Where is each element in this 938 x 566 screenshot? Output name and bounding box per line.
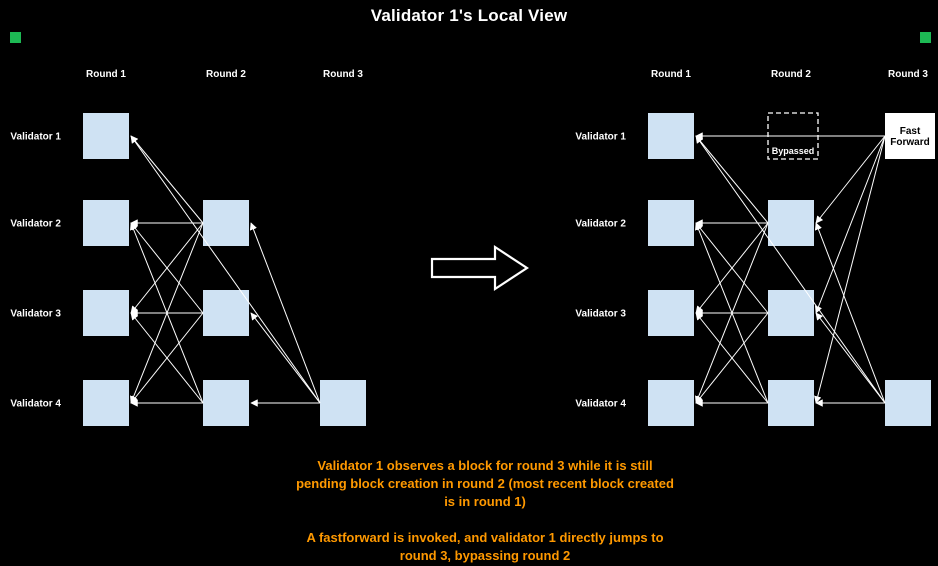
block: [83, 200, 129, 246]
edge-arrow: [695, 312, 769, 404]
round-label: Round 1: [651, 69, 691, 80]
edge-arrow: [815, 312, 886, 404]
corner-marker-left: [10, 32, 21, 43]
edge-arrow: [130, 222, 204, 404]
block: [83, 380, 129, 426]
block: [648, 380, 694, 426]
validator-label: Validator 2: [575, 219, 626, 230]
validator-label: Validator 3: [575, 309, 626, 320]
block: [648, 200, 694, 246]
block: [83, 290, 129, 336]
panel-after: Round 1 Round 2 Round 3 Validator 1 Validato…: [575, 69, 935, 426]
round-label: Round 2: [771, 69, 811, 80]
validator-label: Validator 4: [10, 399, 61, 410]
edge-arrow: [695, 135, 886, 404]
edge-arrow: [814, 135, 886, 314]
bypassed-label: Bypassed: [772, 146, 815, 156]
edge-arrow: [249, 222, 321, 404]
block: [320, 380, 366, 426]
round-label: Round 3: [323, 69, 363, 80]
edge-arrow: [814, 135, 886, 404]
block: [203, 200, 249, 246]
block: [203, 290, 249, 336]
validator-label: Validator 1: [10, 132, 61, 143]
round-label: Round 3: [888, 69, 928, 80]
caption-observe: Validator 1 observes a block for round 3…: [296, 458, 674, 510]
corner-marker-right: [920, 32, 931, 43]
edge-arrow: [250, 312, 321, 404]
edge-arrow: [130, 135, 321, 404]
block: [885, 380, 931, 426]
edge-arrow: [695, 222, 769, 404]
edge-arrow: [814, 222, 886, 404]
block: [203, 380, 249, 426]
validator-label: Validator 3: [10, 309, 61, 320]
validator-label: Validator 1: [575, 132, 626, 143]
page-title: Validator 1's Local View: [370, 6, 568, 25]
block: [83, 113, 129, 159]
validator-label: Validator 4: [575, 399, 626, 410]
round-label: Round 2: [206, 69, 246, 80]
edge-arrow: [695, 222, 769, 314]
validator-label: Validator 2: [10, 219, 61, 230]
caption-block: Validator 1 observes a block for round 3…: [295, 457, 675, 566]
block: [768, 290, 814, 336]
edge-arrow: [695, 135, 769, 224]
panels-layer: Round 1 Round 2 Round 3 Validator 1 Validato…: [10, 69, 935, 426]
edge-arrow: [130, 222, 204, 314]
transition-arrow: [430, 244, 530, 292]
block: [768, 200, 814, 246]
panel-before: Round 1 Round 2 Round 3 Validator 1 Validato…: [10, 69, 366, 426]
edge-arrow: [815, 135, 886, 224]
block: [648, 113, 694, 159]
edge-arrow: [130, 312, 204, 404]
block: [648, 290, 694, 336]
round-label: Round 1: [86, 69, 126, 80]
fastforward-block: [885, 113, 935, 159]
edge-arrow: [130, 135, 204, 224]
caption-fastforward: A fastforward is invoked, and validator …: [306, 529, 664, 563]
block: [768, 380, 814, 426]
